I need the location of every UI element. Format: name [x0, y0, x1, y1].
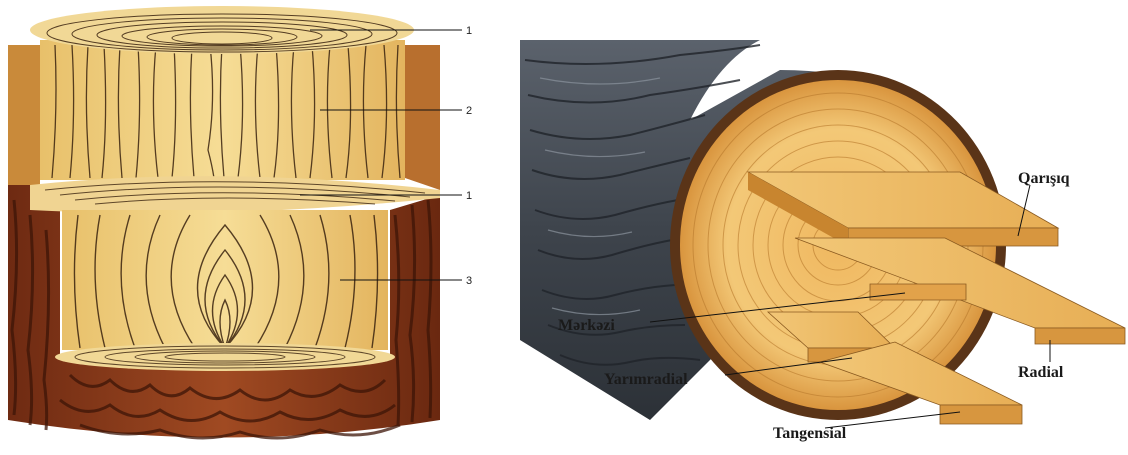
callout-3-tangential: 3: [466, 275, 472, 287]
tangential-face: [62, 210, 388, 350]
right-log-figure: Qarışıq Mərkəzi Radial Yarımradial Tange…: [520, 40, 1125, 442]
callout-2-radial: 2: [466, 105, 472, 117]
upper-right-edge: [405, 45, 440, 190]
label-yarimradial: Yarımradial: [604, 371, 688, 388]
left-log-figure: 1 2 1 3: [8, 6, 472, 438]
label-qarisiq: Qarışıq: [1018, 170, 1070, 187]
bottom-cross-section: [55, 343, 395, 371]
upper-left-edge: [8, 45, 40, 185]
label-tangensial: Tangensial: [773, 425, 847, 442]
board-central: [870, 284, 966, 300]
label-radial: Radial: [1018, 364, 1064, 381]
callout-1-top: 1: [466, 25, 472, 37]
callout-1-middle: 1: [466, 190, 472, 202]
label-merkezi: Mərkəzi: [558, 317, 615, 334]
